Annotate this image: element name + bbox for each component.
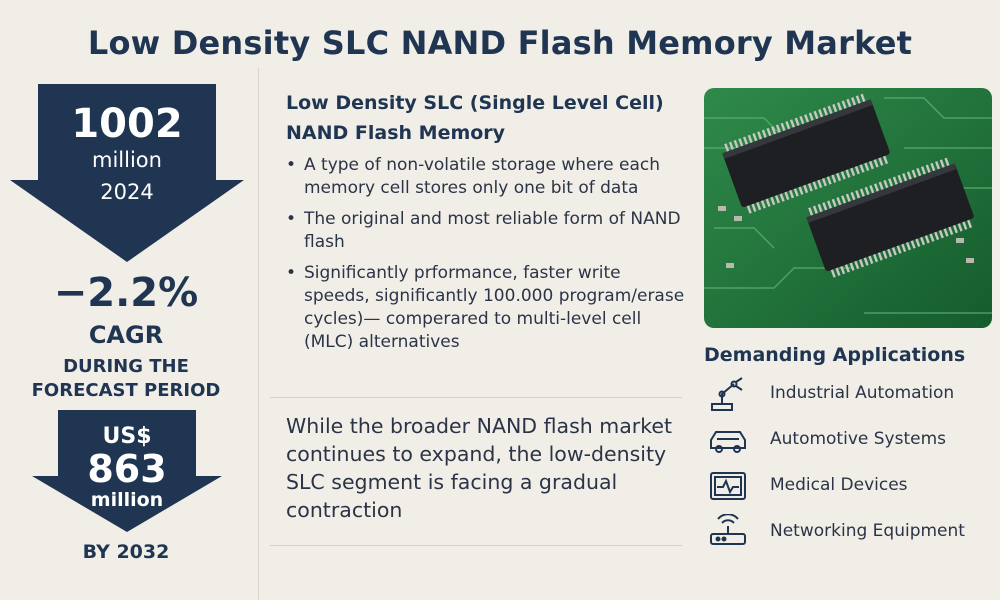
- page-title: Low Density SLC NAND Flash Memory Market: [87, 24, 913, 62]
- forecast-year: BY 2032: [82, 541, 170, 563]
- market-summary: While the broader NAND flash market cont…: [286, 414, 673, 522]
- application-label: Automotive Systems: [770, 429, 946, 449]
- definition-bullet: Significantly prformance, faster write s…: [286, 262, 686, 354]
- definition-bullets: A type of non-volatile storage where eac…: [286, 154, 686, 362]
- section-divider: [270, 545, 682, 546]
- pcb-illustration: [704, 88, 992, 328]
- applications-heading: Demanding Applications: [704, 344, 966, 366]
- base-value-arrow: 1002 million 2024: [10, 84, 244, 262]
- car-icon: [708, 422, 748, 458]
- forecast-unit: million: [90, 489, 164, 511]
- forecast-currency: US$: [102, 424, 152, 449]
- cagr-value: −2.2%: [53, 270, 199, 316]
- application-item: Medical Devices: [708, 468, 1000, 504]
- application-label: Networking Equipment: [770, 521, 965, 541]
- arrow-down-shape: [32, 410, 222, 532]
- section-divider: [270, 397, 682, 398]
- application-item: Networking Equipment: [708, 513, 1000, 550]
- router-icon: [708, 513, 748, 550]
- definition-bullet: A type of non-volatile storage where eac…: [286, 154, 686, 200]
- robot-arm-icon: [708, 376, 748, 412]
- column-divider: [258, 68, 259, 600]
- pcb-chip-photo: [704, 88, 992, 328]
- base-year: 2024: [100, 180, 154, 204]
- forecast-value: 863: [87, 447, 167, 491]
- cagr-note-line-2: FORECAST PERIOD: [31, 380, 221, 401]
- medical-monitor-icon: [708, 468, 748, 504]
- base-unit: million: [92, 148, 162, 172]
- cagr-note-line-1: DURING THE: [63, 356, 189, 377]
- cagr-label: CAGR: [88, 321, 164, 349]
- application-label: Medical Devices: [770, 475, 908, 495]
- definition-heading: Low Density SLC (Single Level Cell) NAND…: [286, 92, 664, 144]
- base-value: 1002: [71, 101, 183, 147]
- forecast-value-arrow: US$ 863 million: [32, 410, 222, 532]
- definition-bullet: The original and most reliable form of N…: [286, 208, 686, 254]
- application-item: Industrial Automation: [708, 376, 1000, 412]
- application-label: Industrial Automation: [770, 383, 955, 403]
- arrow-down-shape: [10, 84, 244, 262]
- application-item: Automotive Systems: [708, 422, 1000, 458]
